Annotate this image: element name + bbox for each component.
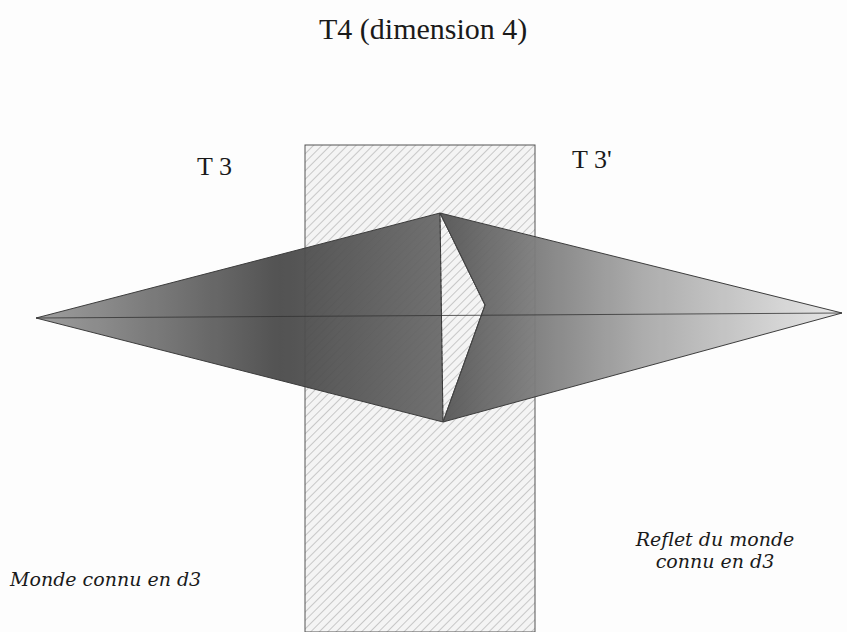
right-pyramid [440, 213, 842, 422]
region-label: T 3 [197, 152, 232, 182]
edge-line [443, 305, 485, 422]
region-label: T 3' [572, 145, 612, 175]
edge-line [440, 213, 485, 305]
diagram-title: T4 (dimension 4) [319, 12, 527, 46]
axis-line [36, 313, 842, 318]
hidden-edge [440, 213, 443, 422]
world-note: Monde connu en d3 [10, 568, 201, 590]
world-note: Reflet du monde connu en d3 [605, 528, 825, 572]
